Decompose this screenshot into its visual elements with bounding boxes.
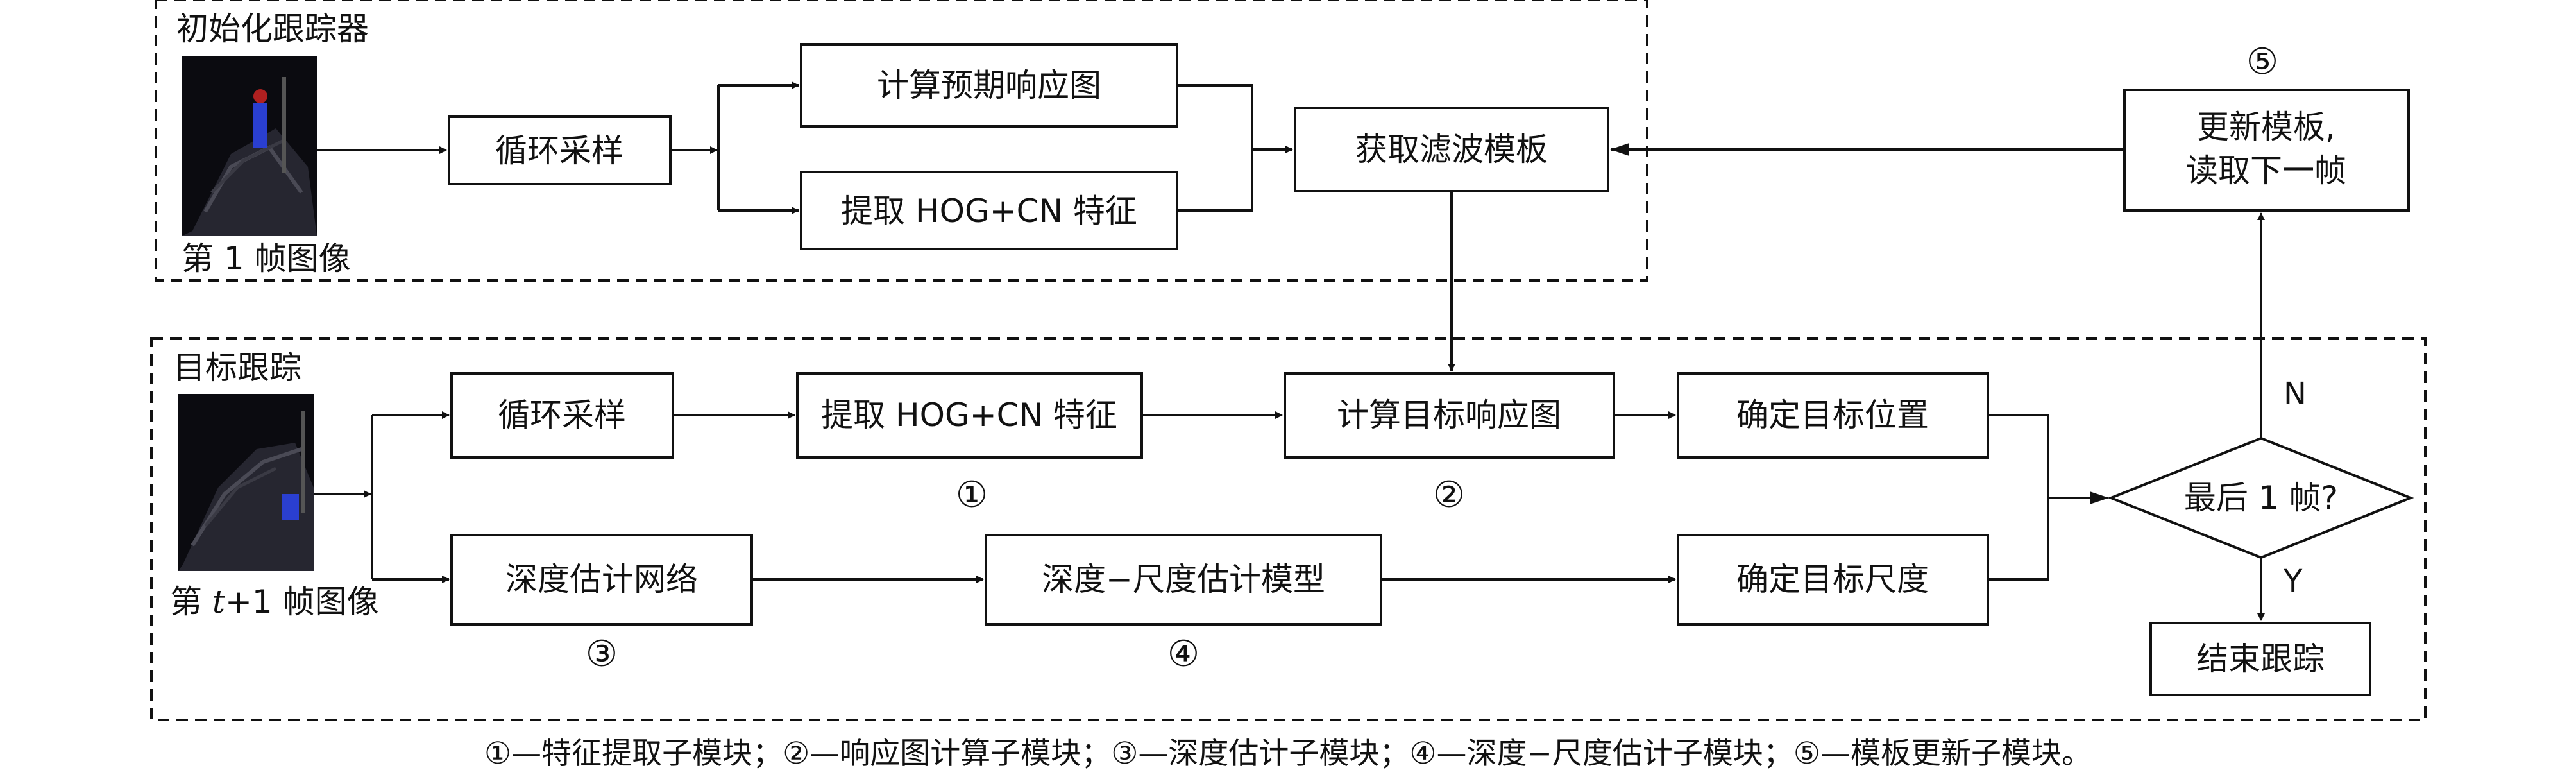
branch-no-label: N [2284,376,2307,412]
module-5-marker: ⑤ [2246,41,2278,83]
track-extract-features-label: 提取 HOG+CN 特征 [821,397,1117,434]
expected-response-box [800,43,1178,128]
figure-caption: ①—特征提取子模块；②—响应图计算子模块；③—深度估计子模块；④—深度−尺度估计… [484,736,2092,771]
merge-init [1177,84,1253,212]
frame1-image [182,56,317,236]
update-template-box [2123,89,2410,212]
depth-scale-model-label: 深度−尺度估计模型 [1042,561,1325,598]
tracking-section-title: 目标跟踪 [173,349,301,386]
track-cyclic-sampling-label: 循环采样 [498,397,626,434]
get-filter-template-label: 获取滤波模板 [1355,131,1548,168]
depth-estimation-network-box [450,534,753,626]
target-response-label: 计算目标响应图 [1337,397,1561,434]
target-tracking-frame [150,337,2427,721]
init-cyclic-sampling-box [448,115,672,185]
depth-scale-model-box [985,534,1382,626]
branch-yes-label: Y [2283,563,2303,599]
target-response-box [1284,372,1615,459]
last-frame-label: 最后 1 帧? [2184,479,2338,517]
module-2-marker: ② [1433,474,1465,516]
frame1-caption: 第 1 帧图像 [182,240,351,277]
frame-t-plus-1-caption: 第 t+1 帧图像 [170,583,379,620]
end-tracking-box [2149,622,2371,696]
frame-t-plus-1-image [178,394,314,571]
target-position-label: 确定目标位置 [1736,397,1929,434]
expected-response-label: 计算预期响应图 [877,67,1101,104]
init-extract-features-label: 提取 HOG+CN 特征 [841,192,1137,230]
module-3-marker: ③ [586,633,618,675]
track-extract-features-box [796,372,1143,459]
merge-tracking [1988,414,2049,581]
depth-estimation-network-label: 深度估计网络 [505,561,698,598]
update-template-label-1: 更新模板, [2197,108,2335,146]
init-tracker-frame [155,0,1648,282]
update-template-label-2: 读取下一帧 [2186,152,2346,189]
module-4-marker: ④ [1167,633,1199,675]
target-scale-label: 确定目标尺度 [1736,561,1929,598]
end-tracking-label: 结束跟踪 [2196,640,2325,678]
init-section-title: 初始化跟踪器 [176,10,369,47]
target-position-box [1677,372,1989,459]
module-1-marker: ① [956,474,988,516]
init-cyclic-sampling-label: 循环采样 [495,132,623,169]
init-extract-features-box [800,171,1178,250]
target-scale-box [1677,534,1989,626]
